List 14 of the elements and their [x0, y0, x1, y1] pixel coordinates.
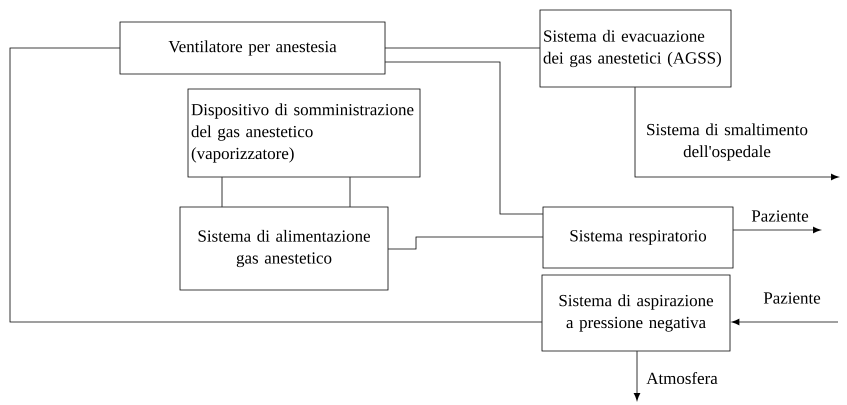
arrow [634, 351, 640, 401]
edge-label: Atmosfera [645, 370, 719, 386]
process-box: Sistema respiratorio [542, 206, 734, 268]
process-box: Sistema di alimentazione gas anestetico [180, 206, 388, 290]
edge-label: Paziente [762, 291, 822, 305]
process-box: Sistema di aspirazione a pressione negativa [542, 274, 730, 352]
arrow [732, 318, 838, 326]
process-box: Dispositivo di somministrazione del gas anestetico (vaporizzatore) [188, 88, 420, 178]
arrow [733, 226, 821, 234]
process-box: Sistema di evacuazione dei gas anestetici (AGSS) [540, 10, 732, 88]
process-box: Ventilatore per anestesia [120, 22, 386, 74]
edge-label: Paziente [750, 209, 810, 223]
edge-label: Sistema di smaltimento dell'ospedale [636, 122, 818, 162]
arrow [634, 87, 839, 180]
